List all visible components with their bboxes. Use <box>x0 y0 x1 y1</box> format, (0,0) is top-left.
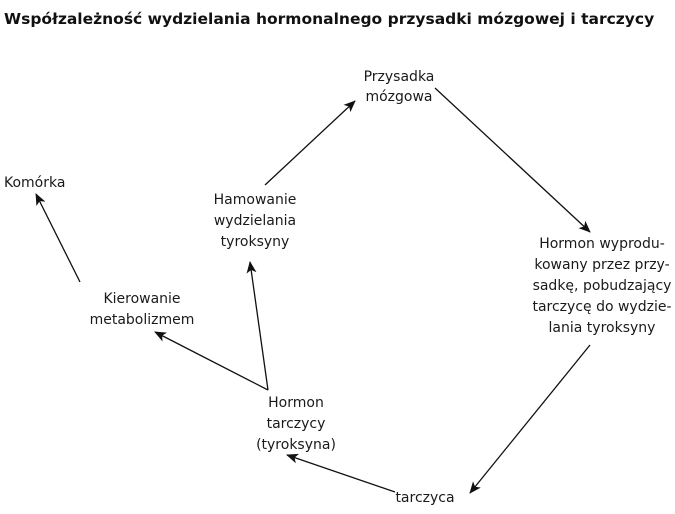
arrow-tyroksyna-to-kierowanie <box>154 331 269 391</box>
node-komorka: Komórka <box>4 175 65 191</box>
node-label: tarczycę do wydzie- <box>532 299 671 315</box>
node-label: sadkę, pobudzający <box>533 278 672 294</box>
arrow-tarczyca-to-tyroksyna <box>286 453 396 493</box>
node-label: (tyroksyna) <box>256 437 336 453</box>
node-label: tyroksyny <box>221 234 290 250</box>
node-label: kowany przez przy- <box>534 257 669 273</box>
arrow-kierowanie-to-komorka <box>35 193 81 283</box>
node-label: Komórka <box>4 175 65 191</box>
node-przysadka: Przysadka mózgowa <box>364 69 435 105</box>
node-tarczyca: tarczyca <box>395 490 454 506</box>
node-label: tarczycy <box>267 416 326 432</box>
node-label: Hormon wyprodu- <box>539 236 665 252</box>
node-label: Przysadka <box>364 69 435 85</box>
node-hamowanie: Hamowanie wydzielania tyroksyny <box>214 192 297 250</box>
arrow-hormon-to-tarczyca <box>469 344 591 494</box>
node-kierowanie: Kierowanie metabolizmem <box>90 291 195 328</box>
node-label: metabolizmem <box>90 312 195 328</box>
arrow-tyroksyna-to-hamowanie <box>246 261 269 391</box>
node-label: Hormon <box>268 395 324 411</box>
arrow-przysadka-to-hormon <box>434 87 591 233</box>
node-label: Hamowanie <box>214 192 297 208</box>
node-label: mózgowa <box>365 89 432 105</box>
node-label: wydzielania <box>214 213 296 229</box>
node-hormon-tarczycy: Hormon tarczycy (tyroksyna) <box>256 395 336 453</box>
arrow-hamowanie-to-przysadka <box>264 100 356 186</box>
node-hormon-przysadki: Hormon wyprodu- kowany przez przy- sadkę… <box>532 236 671 336</box>
node-label: Kierowanie <box>103 291 180 307</box>
diagram-title: Współzależność wydzielania hormonalnego … <box>4 10 654 28</box>
node-label: tarczyca <box>395 490 454 506</box>
node-label: lania tyroksyny <box>549 320 656 336</box>
